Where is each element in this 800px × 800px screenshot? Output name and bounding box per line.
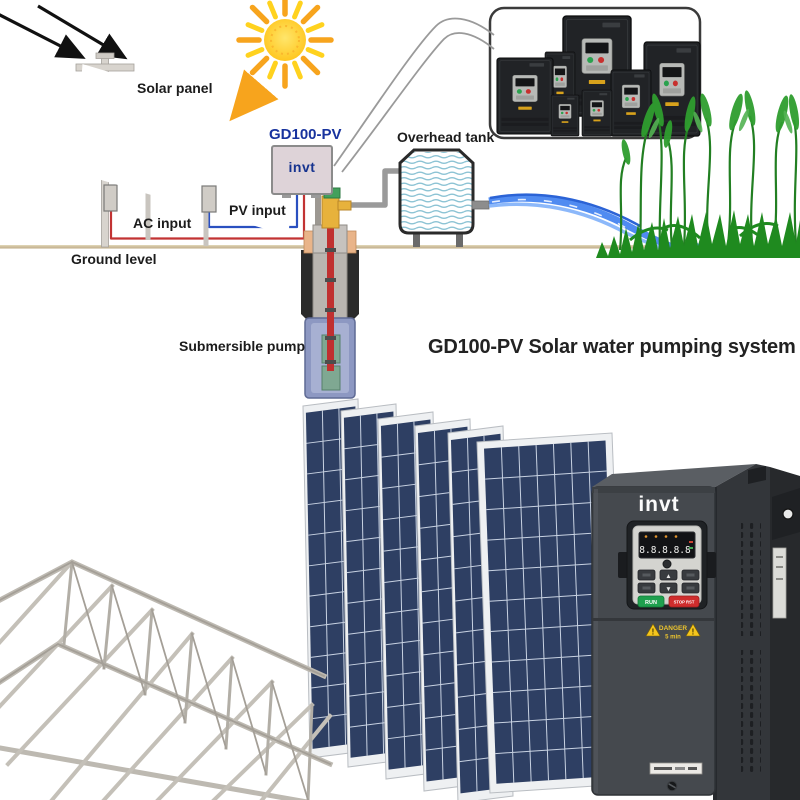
inverter-brand: invt [638, 493, 679, 516]
controller-model-label: GD100-PV [269, 126, 342, 143]
steel-truss [0, 559, 334, 800]
power-lines-icon [0, 4, 128, 60]
sun-icon [239, 0, 331, 86]
solar-panel [74, 64, 297, 236]
pump-assembly [301, 185, 359, 399]
mini-inverter [550, 94, 580, 137]
vfd-inverter: invt 8.8.8.8.8 ▲ ▼ RU [591, 464, 800, 800]
svg-text:!: ! [692, 628, 695, 637]
solar-panel-label: Solar panel [137, 80, 213, 96]
keypad-display [638, 531, 696, 559]
side-sticker [772, 547, 787, 619]
solar-panel-array [303, 399, 625, 800]
mini-inverter [581, 89, 613, 137]
controller-leader-line [333, 17, 495, 173]
run-button [637, 595, 665, 608]
keypad: 8.8.8.8.8 ▲ ▼ RUN STOP RST [618, 520, 716, 610]
water-pipe [349, 168, 401, 208]
sunlight-arrow-icon [229, 69, 279, 122]
overhead-tank-label: Overhead tank [397, 129, 495, 145]
svg-text:!: ! [652, 628, 655, 637]
nameplate [649, 762, 703, 775]
down-arrow-icon: ▼ [665, 586, 671, 593]
warning-triangle-icon [685, 623, 701, 637]
run-button-label: RUN [645, 600, 657, 606]
display-value: 8.8.8.8.8 [639, 545, 691, 556]
stop-button [668, 595, 700, 608]
danger-label: ! ! DANGER 5 min [645, 623, 701, 641]
stop-button-label: STOP RST [674, 600, 695, 605]
diagram-title: GD100-PV Solar water pumping system [428, 336, 796, 358]
ac-input-label: AC input [133, 215, 192, 231]
overhead-tank [398, 148, 490, 247]
pv-junction-box [201, 185, 217, 213]
controller-brand: invt [289, 159, 316, 175]
meter-box [103, 184, 118, 212]
warning-triangle-icon [645, 623, 661, 637]
pv-input-label: PV input [229, 202, 286, 218]
reeds [596, 90, 800, 258]
ground-level-label: Ground level [71, 251, 157, 267]
submersible-pump-label: Submersible pump [179, 338, 306, 354]
svg-text:DANGER: DANGER [659, 625, 687, 632]
up-arrow-icon: ▲ [665, 573, 671, 580]
svg-text:5 min: 5 min [665, 635, 681, 641]
mini-inverter [496, 57, 554, 135]
pv-wire [207, 194, 299, 229]
controller-box: invt [271, 145, 333, 198]
